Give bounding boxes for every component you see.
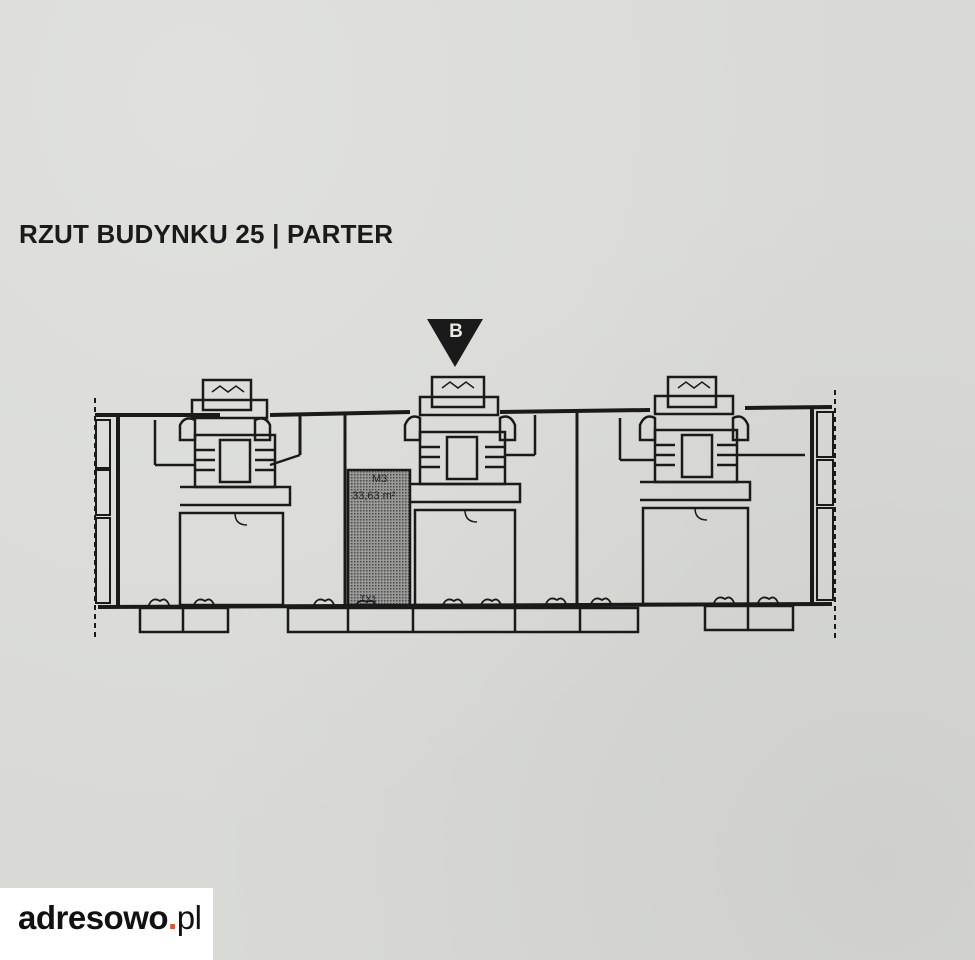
watermark-text: adresowo.pl (18, 899, 202, 937)
watermark-tld: pl (176, 899, 202, 936)
party-walls (298, 411, 579, 607)
balcony-doors (147, 596, 780, 608)
room-right (641, 506, 750, 606)
terraces (138, 604, 795, 634)
watermark-dot: . (168, 899, 177, 936)
room-center (413, 508, 517, 607)
section-marker-label: B (449, 321, 463, 342)
stair-core-center (403, 375, 537, 504)
roof-hatches (211, 381, 711, 393)
plan-title: RZUT BUDYNKU 25 | PARTER (19, 219, 394, 249)
facade-windows (95, 411, 834, 604)
stair-core-right (618, 375, 805, 502)
unit-m3-area (346, 468, 412, 607)
room-left (178, 511, 285, 607)
unit-id-label: M3 (372, 473, 388, 485)
section-marker-triangle (427, 319, 483, 367)
unit-area-label: 33,63 m² (352, 490, 396, 502)
unit-extra-label: TX1 (360, 594, 377, 604)
stair-core-left (153, 378, 301, 507)
watermark-name: adresowo (18, 899, 169, 936)
watermark-logo (0, 888, 213, 960)
